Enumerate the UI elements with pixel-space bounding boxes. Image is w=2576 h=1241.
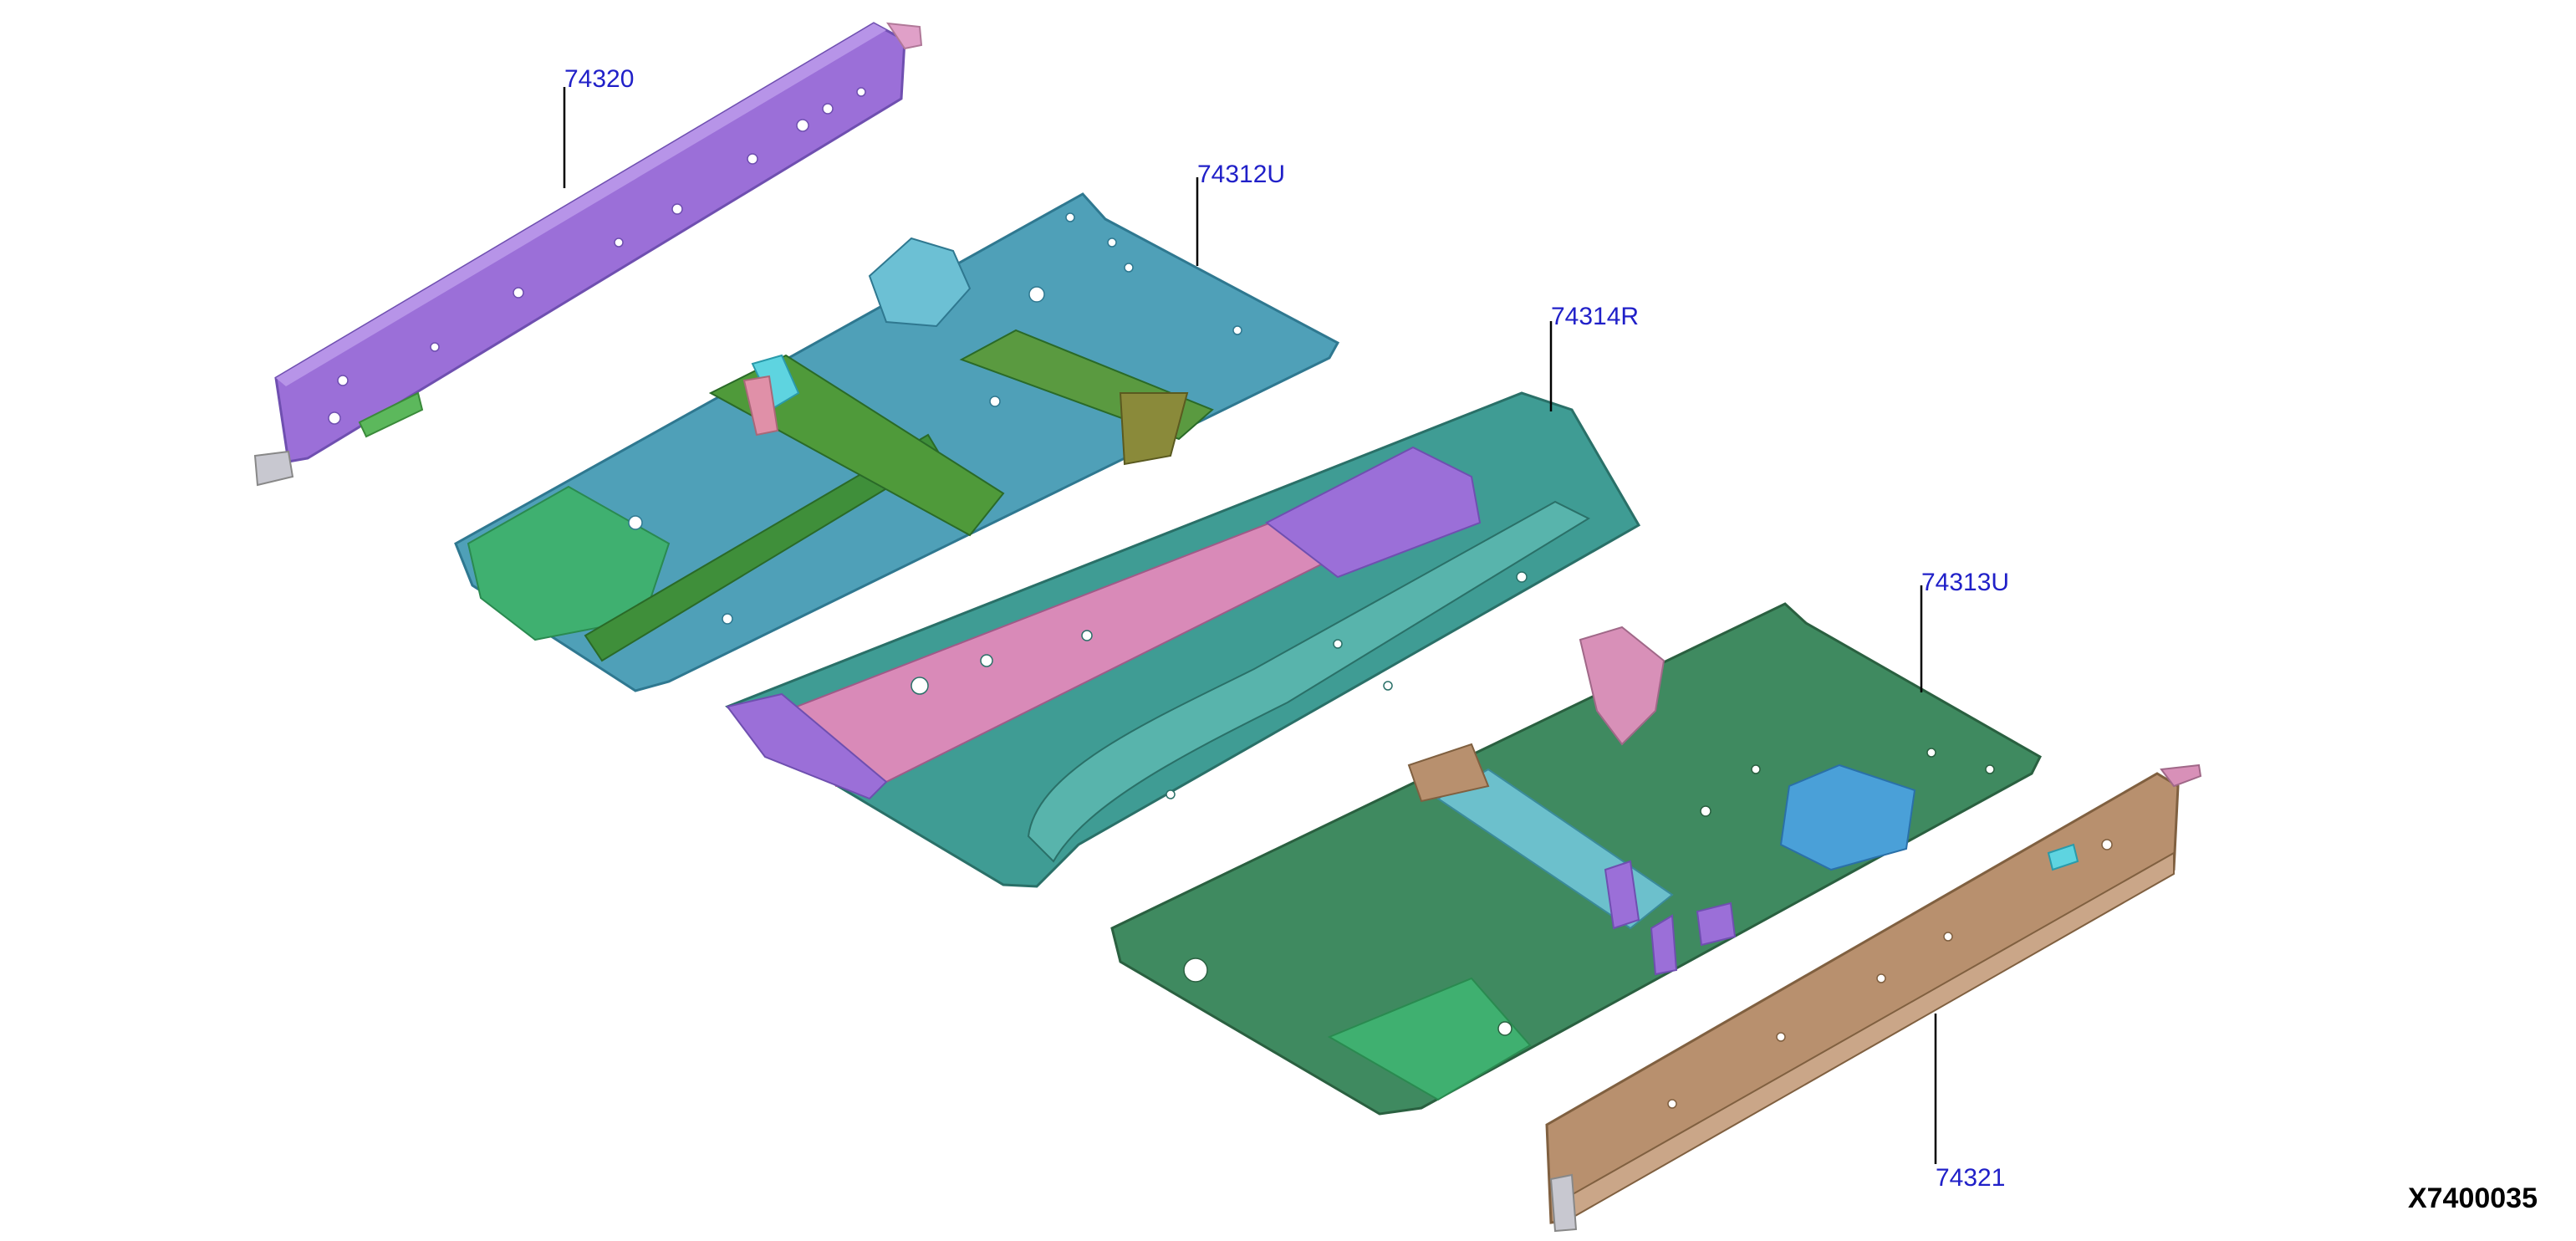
part-74313U-bracket-tan <box>1407 743 1490 803</box>
part-74313U-bracket-purple-1 <box>1604 860 1640 930</box>
callout-74314R[interactable]: 74314R <box>1551 303 1640 330</box>
figure-id: X7400035 <box>2407 1182 2538 1214</box>
part-74314R-tunnel-bulge <box>1027 500 1591 863</box>
part-74313U-bracket-purple-2 <box>1650 914 1678 976</box>
part-74312U-holes <box>628 212 1242 625</box>
leader-lines <box>563 87 1937 1164</box>
part-74313U-bracket-blue <box>1779 763 1916 871</box>
part-74312U-bracket-olive <box>1119 392 1189 466</box>
callout-74321[interactable]: 74321 <box>1936 1164 2006 1192</box>
part-74320-end-cap <box>885 22 923 50</box>
part-74312U-rear-wall <box>868 237 972 328</box>
callout-74312U[interactable]: 74312U <box>1197 161 1286 188</box>
part-74314R-purple-panel <box>1265 446 1482 579</box>
part-74321-clip <box>2047 843 2079 871</box>
part-74320-top-face <box>276 23 886 386</box>
part-74320-side-sill[interactable] <box>253 22 923 487</box>
part-74320-holes <box>328 87 866 425</box>
callout-74313U[interactable]: 74313U <box>1921 569 2010 596</box>
part-74313U-bracket-pink <box>1579 626 1665 746</box>
part-74314R-purple-front-lip <box>726 692 888 800</box>
part-74312U-bracket-pink <box>742 375 779 437</box>
part-74313U-rear-floor[interactable] <box>1110 602 2042 1116</box>
part-74312U-front-floor[interactable] <box>454 192 1340 692</box>
part-74313U-holes <box>1183 748 1995 1036</box>
part-74321-side-sill[interactable] <box>1545 763 2202 1233</box>
part-74313U-left-light-panel <box>1327 977 1532 1101</box>
part-74321-holes <box>1667 839 2113 1109</box>
callout-74320[interactable]: 74320 <box>564 65 635 93</box>
part-74314R-holes <box>911 571 1528 799</box>
part-74321-end-cap <box>2160 763 2202 788</box>
part-74320-bracket <box>253 450 294 487</box>
part-74313U-bracket-purple-3 <box>1696 901 1737 947</box>
part-74314R-floor-tunnel[interactable] <box>725 391 1641 888</box>
part-74321-bracket <box>1549 1173 1578 1233</box>
part-74320-clip <box>358 391 424 438</box>
